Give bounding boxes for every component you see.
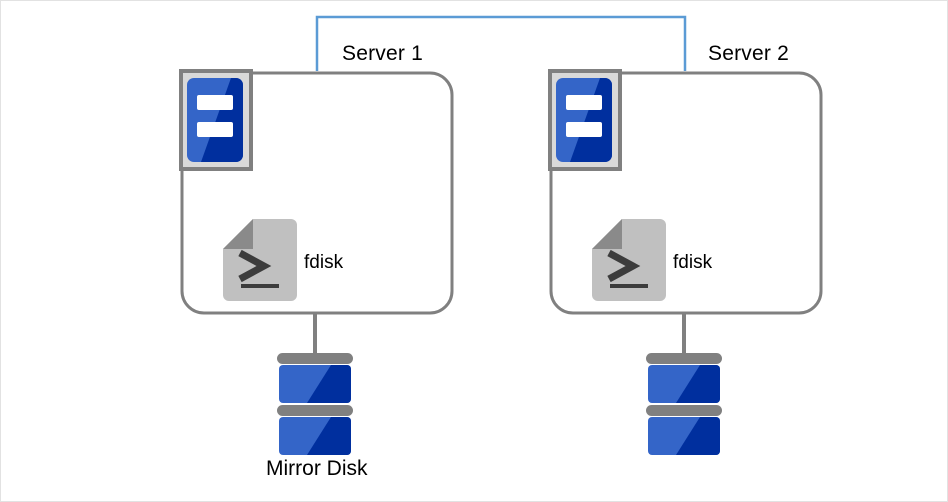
- server-icon: [548, 69, 622, 171]
- server-1-label: Server 1: [342, 42, 423, 65]
- server-2-fdisk-label: fdisk: [673, 252, 713, 273]
- server-1-group: [179, 69, 454, 455]
- mirror-disk-label: Mirror Disk: [266, 457, 368, 480]
- server-2-group: [548, 69, 823, 455]
- terminal-document-icon: [223, 219, 297, 301]
- server-icon: [179, 69, 253, 171]
- disk-stack-icon: [646, 353, 722, 455]
- disk-stack-icon: [277, 353, 353, 455]
- interconnect-link: [315, 15, 687, 71]
- server-1-fdisk-label: fdisk: [304, 252, 344, 273]
- server-2-label: Server 2: [708, 42, 789, 65]
- terminal-document-icon: [592, 219, 666, 301]
